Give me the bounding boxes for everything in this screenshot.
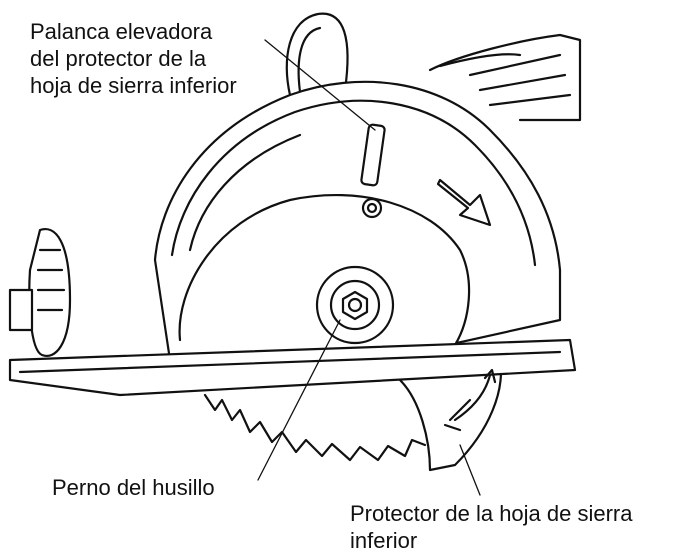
label-lever-line-3: hoja de sierra inferior [30, 73, 237, 98]
base-plate [8, 338, 577, 397]
leader-lines [257, 39, 481, 496]
leader-line-lever [264, 39, 376, 131]
front-knob [8, 228, 72, 358]
label-guard-line-1: Protector de la hoja de sierra [350, 501, 633, 526]
leader-line-bolt [257, 319, 341, 481]
label-guard-line-2: inferior [350, 528, 418, 553]
lever-linkage [360, 123, 386, 219]
rear-handle [285, 12, 349, 97]
label-spindle-bolt: Perno del husillo [52, 475, 215, 500]
leader-line-guard [459, 444, 481, 496]
spindle-bolt-icon [341, 290, 369, 321]
motor-housing [428, 33, 582, 122]
label-lower-guard-lever: Palanca elevadora del protector de la ho… [30, 18, 237, 99]
lower-blade-guard [398, 358, 502, 472]
rotation-arrow-icon [436, 178, 497, 422]
label-lever-line-2: del protector de la [30, 46, 207, 71]
blade-disc [178, 194, 471, 347]
saw-teeth [203, 393, 427, 462]
label-lever-line-1: Palanca elevadora [30, 19, 213, 44]
label-lower-blade-guard: Protector de la hoja de sierra inferior [350, 500, 633, 554]
